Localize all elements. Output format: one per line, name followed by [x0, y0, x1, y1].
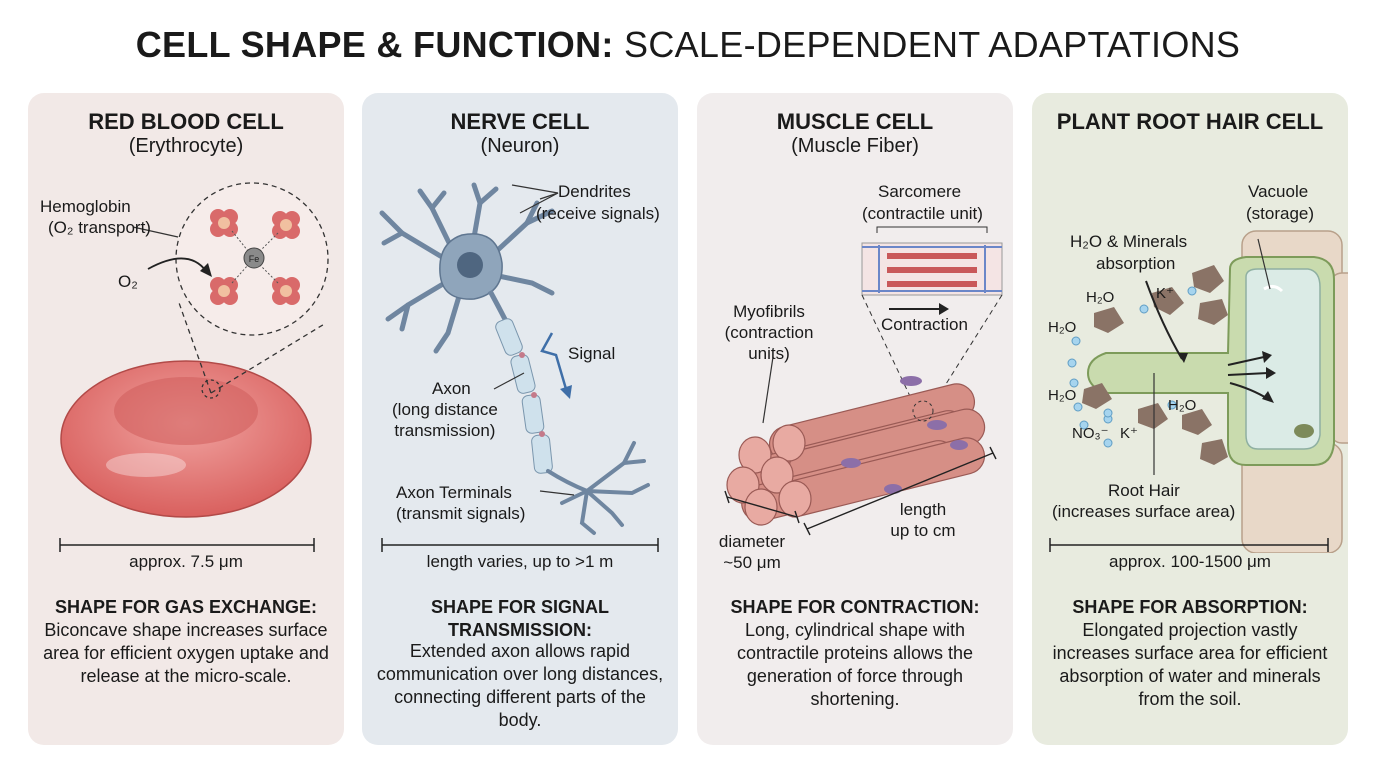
hemoglobin-subunit: [272, 277, 300, 305]
contraction-label: Contraction: [881, 315, 968, 334]
hemoglobin-subunit: [210, 277, 238, 305]
h2o-label: H₂O: [1048, 387, 1077, 404]
myofibrils-label: Myofibrils (contraction units): [724, 302, 814, 363]
scale-label: approx. 100-1500 μm: [1109, 552, 1271, 571]
signal-label: Signal: [568, 344, 616, 363]
diameter-label: diameter ~50 μm: [718, 532, 786, 572]
dendrites-label: Dendrites: [558, 182, 631, 201]
myofibril-bundle: [726, 376, 986, 526]
red-blood-cell-panel: RED BLOOD CELL (Erythrocyte) Fe: [28, 93, 344, 745]
shape-description: Elongated projection vastly increases su…: [1052, 620, 1328, 709]
scale-label: length varies, up to >1 m: [426, 552, 614, 571]
panel-title: MUSCLE CELL: [776, 109, 934, 134]
axon-terminals-label: Axon Terminals: [396, 483, 512, 502]
water-ions: [1067, 286, 1197, 448]
sarcomere-diagram: [861, 226, 1003, 296]
red-blood-cell-illustration: Fe: [60, 182, 329, 518]
k-label: K⁺: [1120, 425, 1138, 442]
hemoglobin-molecules: Fe: [210, 209, 300, 305]
panel-subtitle: (Neuron): [480, 135, 560, 157]
h2o-minerals-label: H₂O & Minerals: [1070, 232, 1188, 251]
vacuole: [1245, 268, 1321, 450]
nucleus: [457, 252, 483, 278]
panel-title: NERVE CELL: [450, 109, 590, 134]
length-label: length up to cm: [890, 500, 956, 540]
panel-subtitle: (Erythrocyte): [128, 135, 244, 157]
shape-heading: SHAPE FOR CONTRACTION:: [730, 597, 980, 617]
fe-text: Fe: [249, 254, 260, 264]
o2-label: O₂: [118, 272, 138, 291]
h2o-label: H₂O: [1048, 319, 1077, 336]
muscle-fiber-illustration: [724, 226, 1003, 536]
shape-heading: SHAPE FOR ABSORPTION:: [1072, 597, 1308, 617]
k-label: K⁺: [1156, 285, 1174, 302]
panel-subtitle: (Muscle Fiber): [791, 135, 919, 157]
absorption-arrows: [1145, 280, 1269, 400]
root-hair-illustration: [1067, 230, 1348, 553]
iron-atom: [243, 247, 265, 269]
axon-terminals-desc: (transmit signals): [396, 504, 526, 523]
dendrites-desc: (receive signals): [536, 204, 660, 223]
soil-particles: [1082, 265, 1228, 465]
shape-heading: SHAPE FOR SIGNAL TRANSMISSION:: [430, 597, 609, 640]
o2-transport-label: (O₂ transport): [48, 218, 151, 237]
neuron-illustration: [379, 182, 650, 535]
o2-arrow: [147, 257, 207, 272]
sarcomere-label: Sarcomere: [878, 182, 962, 201]
root-hair-label: Root Hair: [1108, 481, 1180, 500]
shape-description: Extended axon allows rapid communication…: [376, 641, 664, 730]
vacuole-desc: (storage): [1246, 204, 1315, 223]
absorption-label: absorption: [1096, 254, 1176, 273]
shape-description: Biconcave shape increases surface area f…: [43, 620, 329, 686]
biconcave-center: [114, 377, 258, 445]
signal-arrow: [540, 332, 568, 390]
h2o-label: H₂O: [1086, 289, 1115, 306]
axon-terminals: [546, 441, 650, 535]
muscle-cell-panel: MUSCLE CELL (Muscle Fiber): [697, 93, 1013, 745]
scale-label: approx. 7.5 μm: [129, 552, 243, 571]
sarcomere-desc: (contractile unit): [862, 204, 983, 223]
panel-title: RED BLOOD CELL: [88, 109, 284, 134]
shape-heading: SHAPE FOR GAS EXCHANGE:: [54, 597, 318, 617]
axon-desc: (long distance transmission): [392, 400, 498, 440]
h2o-label: H₂O: [1168, 397, 1197, 414]
shape-description: Long, cylindrical shape with contractile…: [736, 620, 974, 709]
vacuole-label: Vacuole: [1248, 182, 1309, 201]
panel-title: PLANT ROOT HAIR CELL: [1056, 109, 1324, 134]
hemoglobin-subunit: [272, 211, 300, 239]
root-hair-desc: (increases surface area): [1052, 502, 1236, 521]
hemoglobin-subunit: [210, 209, 238, 237]
axon-label: Axon: [432, 379, 471, 398]
hemoglobin-label: Hemoglobin: [40, 197, 131, 216]
title-normal: SCALE-DEPENDENT ADAPTATIONS: [624, 24, 1241, 65]
title-bold: CELL SHAPE & FUNCTION:: [135, 24, 614, 65]
axon: [495, 318, 553, 474]
no3-label: NO₃⁻: [1072, 425, 1109, 442]
nerve-cell-panel: NERVE CELL (Neuron): [362, 93, 678, 745]
page-title: CELL SHAPE & FUNCTION: SCALE-DEPENDENT A…: [0, 24, 1376, 66]
root-hair-cell-panel: PLANT ROOT HAIR CELL: [1032, 93, 1348, 745]
dendrites: [379, 182, 555, 354]
